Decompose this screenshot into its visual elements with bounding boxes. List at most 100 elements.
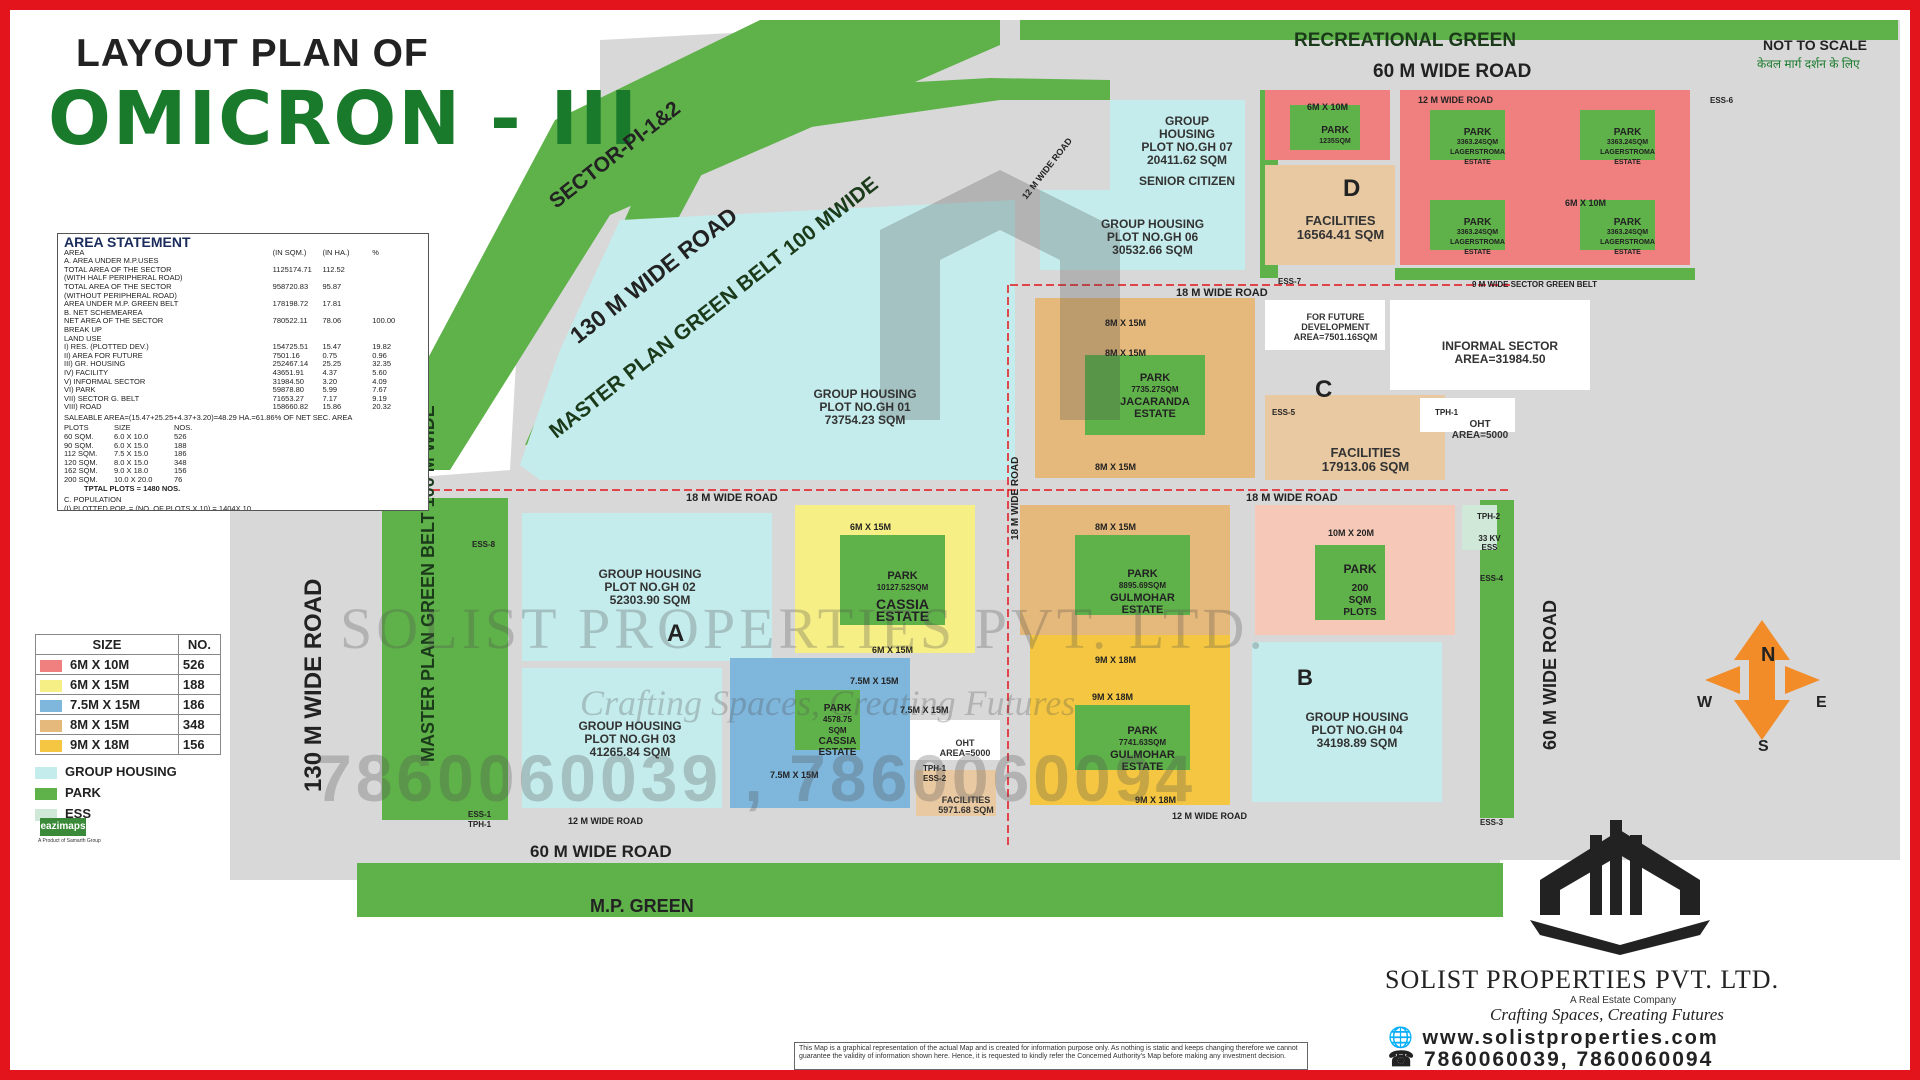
population-row: C. POPULATION (64, 495, 122, 505)
size-label: 6M X 15M (850, 522, 892, 532)
tph-label: TPH-1 (468, 820, 492, 829)
tph-label: TPH-1 (1435, 408, 1459, 417)
legend-swatch (35, 766, 57, 779)
gh02-area (522, 513, 772, 661)
gh01-area (520, 200, 1015, 480)
area-head: AREA(IN SQM.)(IN HA.)% (64, 247, 379, 257)
size-label: 9M X 18M (1092, 692, 1134, 702)
green-belt-right (1480, 500, 1514, 818)
title-line-2: OMICRON - III (48, 76, 640, 162)
size-label: 8M X 15M (1095, 462, 1137, 472)
oht-area-1 (1420, 398, 1515, 432)
size-label: 7.5M X 15M (850, 676, 899, 686)
compass-s: S (1758, 738, 1769, 755)
legend-swatch (40, 739, 62, 752)
park-cassia-2 (795, 690, 860, 750)
park-lager-4 (1580, 200, 1655, 250)
ess-label: ESS-6 (1710, 96, 1734, 105)
compass-w: W (1697, 694, 1713, 711)
company-logo (1540, 820, 1700, 915)
watermark-name: SOLIST PROPERTIES PVT. LTD. (340, 596, 1267, 661)
compass-e: E (1816, 694, 1827, 711)
tph-label: TPH-2 (1477, 512, 1501, 521)
oht-area-2 (910, 720, 1000, 760)
sector-green-belt (1395, 268, 1695, 280)
size-label: 8M X 15M (1095, 522, 1137, 532)
park-lager-2 (1580, 110, 1655, 160)
population-rows: C. POPULATION(I) PLOTTED POP. = (NO. OF … (64, 495, 422, 511)
watermark-tagline: Crafting Spaces, Creating Futures (580, 683, 1076, 723)
area-row: B. NET SCHEMEAREA (64, 307, 143, 317)
total-plots: TPTAL PLOTS = 1480 NOS. (84, 483, 181, 493)
ess-label: ESS-2 (923, 774, 947, 783)
eazimaps-sub: A Product of Samarth Group (38, 838, 101, 844)
label-road18-top: 18 M WIDE ROAD (1176, 287, 1268, 299)
watermark-phones: 7860060039 , 7860060094 (315, 741, 1197, 815)
block-c: C (1315, 376, 1333, 403)
informal-sector (1390, 300, 1590, 390)
company-name: SOLIST PROPERTIES PVT. LTD. (1385, 965, 1780, 994)
facilities-d (1265, 165, 1395, 265)
park-jacaranda (1085, 355, 1205, 435)
company-website[interactable]: 🌐 www.solistproperties.com (1388, 1027, 1719, 1049)
area-row: BREAK UP (64, 324, 102, 334)
size-label: 6M X 15M (872, 645, 914, 655)
green-belt-left (382, 498, 508, 820)
legend-swatch (40, 679, 62, 692)
label-road12-bottom: 12 M WIDE ROAD (568, 816, 644, 826)
facilities-small (916, 770, 996, 816)
legend-swatch (40, 719, 62, 732)
label-road18-left: 18 M WIDE ROAD (686, 492, 778, 504)
gh03-area (522, 668, 722, 808)
recreational-green (1020, 20, 1898, 40)
park-lager-1 (1430, 110, 1505, 160)
block-a: A (667, 620, 685, 647)
saleable-area: SALEABLE AREA=(15.47+25.25+4.37+3.20)=48… (64, 412, 353, 422)
label-road18-right: 18 M WIDE ROAD (1246, 492, 1338, 504)
block-b: B (1297, 665, 1313, 690)
label-mp-green: M.P. GREEN (590, 896, 694, 916)
park-d (1290, 105, 1360, 150)
park-gulmohar-1 (1075, 535, 1190, 615)
gh06-area (1040, 190, 1245, 270)
facilities-c (1265, 395, 1445, 480)
area-row: LAND USE (64, 333, 102, 343)
population-row: (I) PLOTTED POP. = (NO. OF PLOTS X 10) =… (64, 503, 252, 511)
gh07-area (1110, 100, 1245, 190)
ess-label: ESS-8 (472, 540, 496, 549)
company-phones[interactable]: ☎ 7860060039, 7860060094 (1388, 1048, 1714, 1071)
ess-label: ESS-7 (1278, 277, 1302, 286)
label-bottom-road: 60 M WIDE ROAD (530, 842, 672, 861)
compass (1705, 620, 1820, 740)
